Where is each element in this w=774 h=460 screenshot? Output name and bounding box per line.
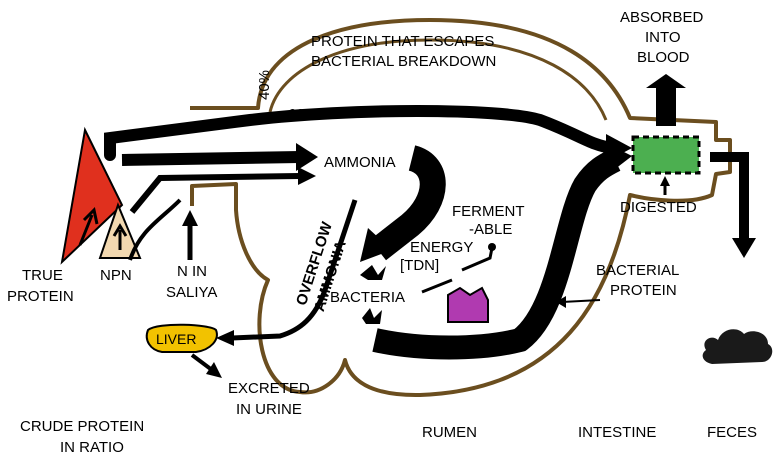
ferment-label-1: FERMENT — [452, 202, 525, 221]
digested-label: DIGESTED — [620, 198, 697, 217]
crude-protein-label-1: CRUDE PROTEIN — [20, 417, 144, 436]
true-protein-label-2: PROTEIN — [7, 287, 74, 306]
absorbed-arrow-shaft — [656, 86, 676, 126]
rumen-label: RUMEN — [422, 423, 477, 442]
ammonia-arrow — [122, 157, 300, 160]
pct-60-label: 60% — [288, 105, 318, 124]
absorbed-label-2: INTO — [645, 28, 681, 47]
energy-to-bacteria-arrow — [422, 280, 452, 292]
saliva-label-1: N IN — [177, 262, 207, 281]
absorbed-arrowhead — [646, 74, 686, 88]
feces-arrowhead — [732, 238, 756, 258]
excreted-label-1: EXCRETED — [228, 379, 310, 398]
npn-ammonia-arrowhead — [298, 167, 316, 185]
intestine-label: INTESTINE — [578, 423, 656, 442]
ammonia-arrowhead — [296, 143, 318, 171]
liver-arrowhead — [216, 330, 234, 346]
urine-arrow — [192, 355, 212, 370]
absorbed-label-1: ABSORBED — [620, 8, 703, 27]
feces-label: FECES — [707, 423, 757, 442]
pct-40-label: 40% — [255, 70, 274, 100]
saliva-label-2: SALIYA — [166, 283, 217, 302]
digested-box — [633, 137, 699, 173]
energy-knob — [488, 243, 496, 251]
absorbed-label-3: BLOOD — [637, 48, 690, 67]
energy-box — [448, 288, 488, 322]
tdn-label: [TDN] — [400, 256, 439, 275]
digested-pointer-head — [660, 176, 670, 186]
bacteria-label: BACTERIA — [330, 288, 405, 307]
escape-label-2: BACTERIAL BREAKDOWN — [311, 52, 496, 71]
bacterial-protein-label-2: PROTEIN — [610, 281, 677, 300]
excreted-label-2: IN URINE — [236, 400, 302, 419]
protein-escape-arrow — [110, 111, 612, 155]
crude-protein-label-2: IN RATIO — [60, 438, 124, 457]
ammonia-label: AMMONIA — [324, 153, 396, 172]
npn-to-ammonia-arrow — [132, 176, 300, 212]
urine-arrowhead — [206, 362, 222, 378]
liver-label: LIVER — [156, 330, 196, 349]
saliva-arrowhead — [182, 210, 198, 226]
energy-label: ENERGY — [410, 238, 473, 257]
feces-arrow — [710, 157, 744, 238]
true-protein-label-1: TRUE — [22, 266, 63, 285]
npn-label: NPN — [100, 266, 132, 285]
escape-label-1: PROTEIN THAT ESCAPES — [311, 32, 494, 51]
feces-pile — [703, 329, 773, 364]
ferment-label-2: -ABLE — [469, 220, 512, 239]
bacterial-protein-label-1: BACTERIAL — [596, 261, 679, 280]
